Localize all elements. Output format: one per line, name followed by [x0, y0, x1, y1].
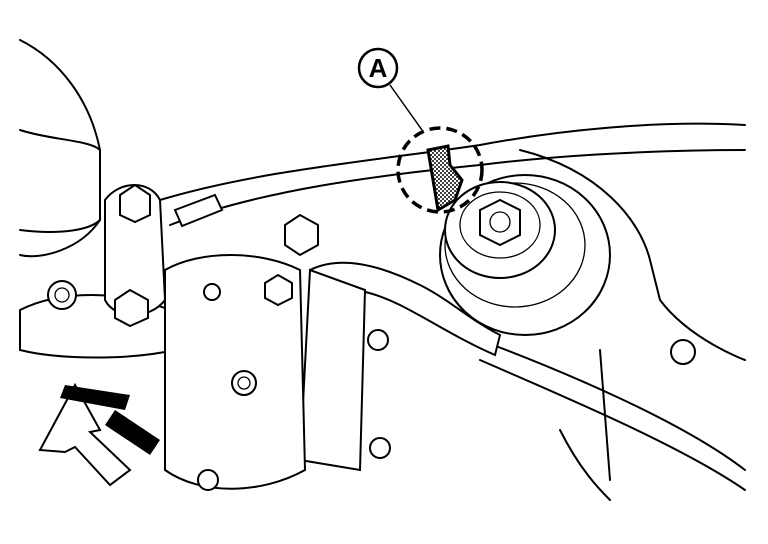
callout-leader-line: [389, 84, 423, 131]
background-chassis: [19, 39, 746, 501]
identification-mark: [426, 144, 464, 213]
callout-label-circle: [357, 47, 399, 89]
direction-arrows: [38, 382, 160, 487]
differential-mount: [19, 183, 319, 491]
lateral-link: [298, 261, 502, 472]
nut-icon: [479, 198, 521, 247]
callout-label: A: [369, 53, 388, 83]
dashed-highlight-circle: [396, 126, 484, 214]
callout-a: A: [357, 47, 484, 214]
strut-mount: [439, 174, 611, 336]
